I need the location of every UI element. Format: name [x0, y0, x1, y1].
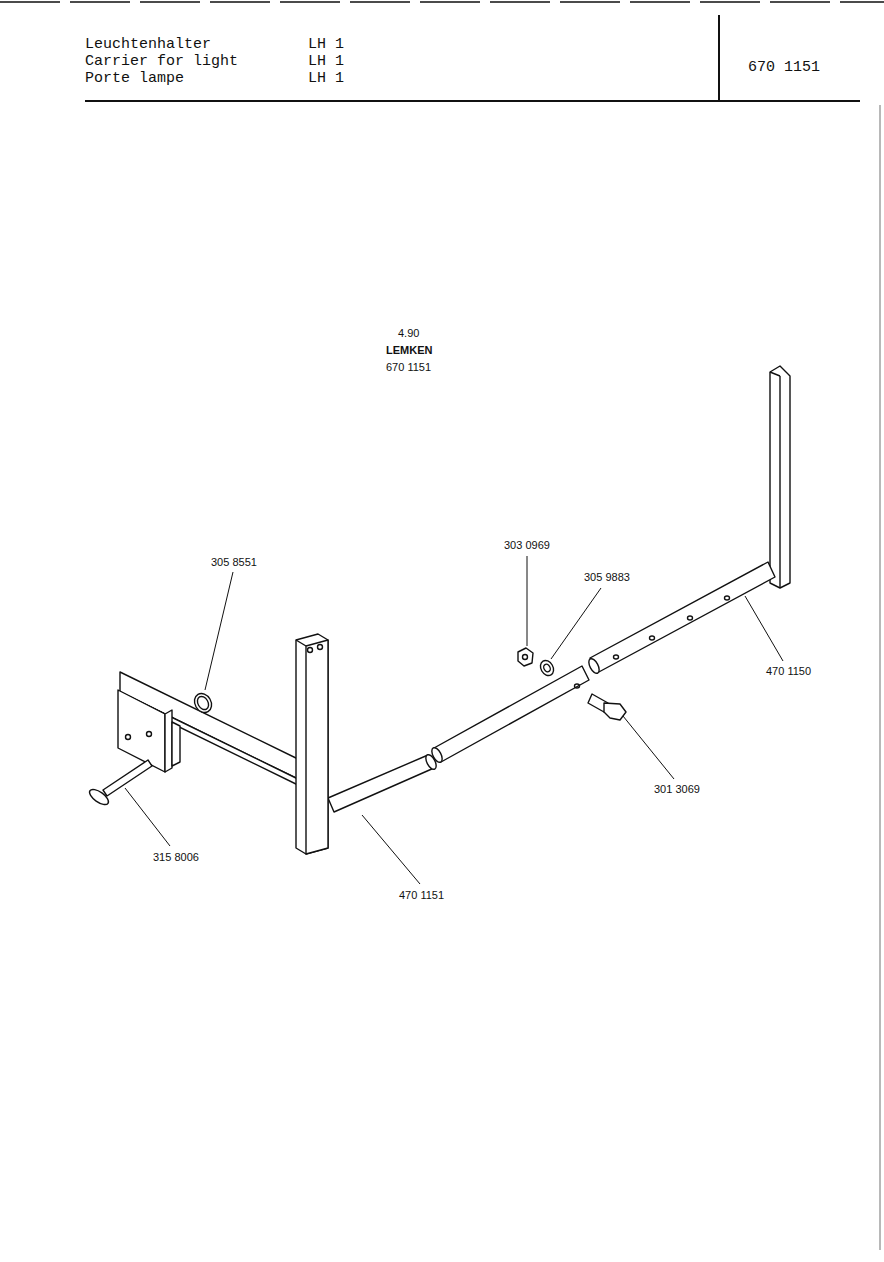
callout-number: 305 9883	[582, 571, 632, 584]
page-rule	[0, 1, 884, 2]
ring-inner	[195, 694, 211, 711]
header-rule	[85, 100, 860, 102]
ring	[191, 690, 215, 715]
bolt	[588, 694, 626, 720]
header-text: 670 1151	[748, 60, 820, 75]
page-edge	[880, 105, 881, 1250]
callout-number: 670 1151	[384, 361, 433, 374]
left-bracket	[118, 634, 438, 854]
callout-number: 301 3069	[652, 783, 702, 796]
header-text: LH 1	[308, 71, 344, 86]
header-divider	[718, 15, 720, 101]
callout-number: 315 8006	[151, 851, 201, 864]
header-text: Leuchtenhalter	[85, 37, 211, 52]
callout-number: 305 8551	[209, 556, 259, 569]
callout-number: 4.90	[396, 327, 421, 340]
callout-number: 470 1150	[764, 665, 813, 678]
leader-lines	[125, 556, 783, 884]
right-bracket	[587, 366, 790, 675]
header-text: Porte lampe	[85, 71, 184, 86]
callout-number: 303 0969	[502, 539, 552, 552]
nut	[518, 648, 533, 666]
header-text: Carrier for light	[85, 54, 238, 69]
callout-number: LEMKEN	[384, 344, 434, 357]
header-text: LH 1	[308, 54, 344, 69]
middle-tube	[430, 666, 589, 764]
callout-number: 470 1151	[397, 889, 446, 902]
pin	[87, 760, 152, 807]
header-text: LH 1	[308, 37, 344, 52]
washer	[538, 658, 556, 678]
